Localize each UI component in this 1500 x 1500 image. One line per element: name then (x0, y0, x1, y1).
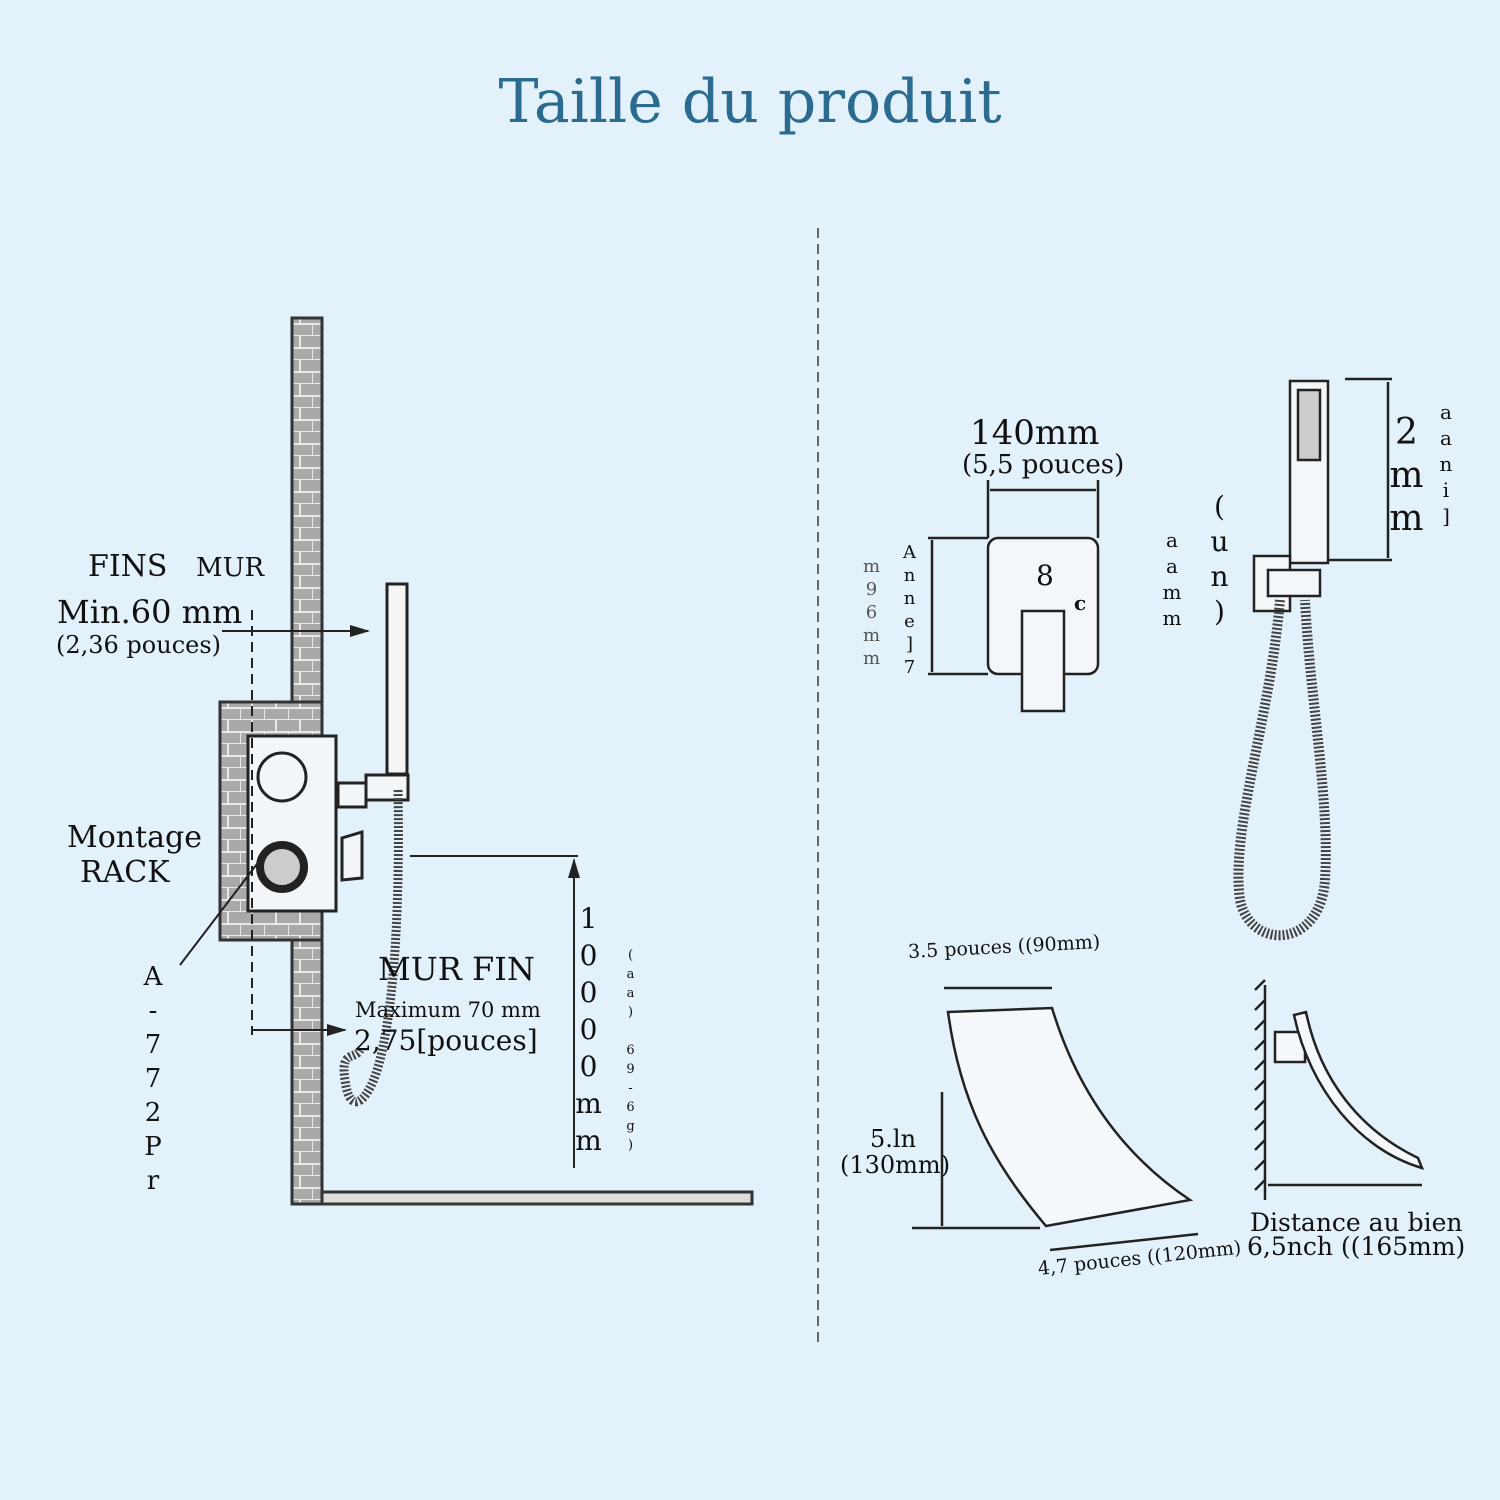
distance-value: 6,5nch ((165mm) (1247, 1232, 1466, 1261)
min-depth-inches: (2,36 pouces) (56, 631, 222, 659)
part-code: A-772Pr (138, 962, 168, 1200)
page-title: Taille du produit (498, 67, 1002, 137)
montage-label: Montage (67, 820, 202, 855)
holder-note: (un) (1203, 490, 1236, 630)
handset-note: aani] (1434, 400, 1458, 530)
plate-c: c (1074, 591, 1087, 615)
handset-right (1252, 377, 1392, 613)
side-spout (1254, 979, 1425, 1200)
distance-label: Distance au bien (1250, 1208, 1463, 1237)
spout-height: 5.ln (870, 1125, 917, 1153)
height-dimension: 10000mm (572, 902, 605, 1161)
plate-width-inches: (5,5 pouces) (962, 450, 1125, 480)
hose-left (339, 789, 403, 1107)
holder-label: aamm (1160, 528, 1184, 632)
rack-label: RACK (80, 855, 170, 890)
max-depth: Maximum 70 mm (355, 998, 541, 1022)
valve-plate (928, 480, 1100, 713)
handset-left (385, 582, 409, 776)
spout-height-mm: (130mm) (840, 1151, 951, 1179)
hose-right (1233, 599, 1331, 941)
max-depth-inches: 2,75[pouces] (354, 1024, 538, 1057)
mur-label: MUR (196, 553, 265, 583)
fins-label: FINS (88, 549, 168, 584)
finish-wall-label: MUR FIN (378, 950, 535, 988)
plate-width: 140mm (970, 413, 1100, 453)
plate-height: m96mm (861, 556, 882, 671)
plate-number: 8 (1036, 559, 1054, 592)
height-note: (aa) 69-6g) (623, 948, 638, 1157)
handset-length: 2mm (1386, 412, 1427, 541)
plate-height-note: Anne]7 (899, 542, 920, 680)
min-depth: Min.60 mm (57, 593, 243, 631)
valve-body (246, 734, 410, 913)
spout (912, 986, 1199, 1252)
